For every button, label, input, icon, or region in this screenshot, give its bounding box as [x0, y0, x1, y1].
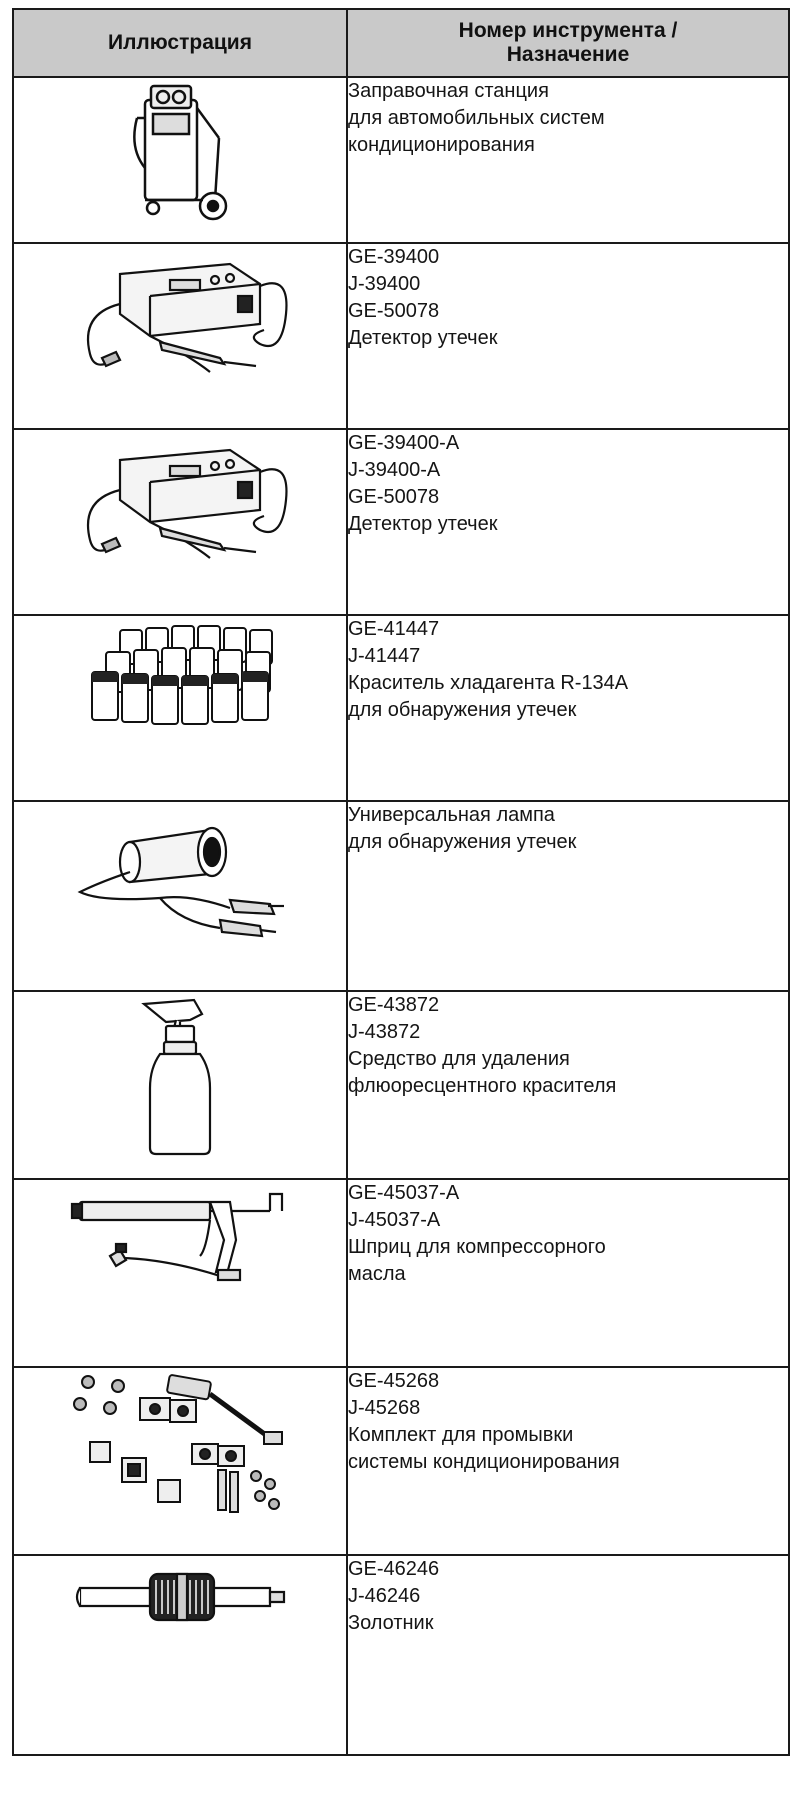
description-cell: GE-46246 J-46246 Золотник [346, 1554, 790, 1756]
description-line: Детектор утечек [348, 513, 498, 535]
table-row: GE-46246 J-46246 Золотник [12, 1554, 790, 1756]
tool-number: J-39400-A [348, 459, 441, 481]
illustration-cell [12, 800, 348, 992]
description-cell: GE-39400 J-39400 GE-50078 Детектор утече… [346, 242, 790, 430]
dye-bottles-icon [91, 625, 273, 725]
tool-number: GE-39400 [348, 246, 440, 268]
table-header-row: Иллюстрация Номер инструмента / Назначен… [12, 8, 790, 78]
tool-number: J-39400 [348, 273, 421, 295]
description-line: Краситель хладагента R-134A [348, 672, 629, 694]
column-header-line: Номер инструмента / [458, 19, 678, 43]
description-line: Заправочная станция [348, 80, 549, 102]
valve-core-tool-icon [75, 1572, 286, 1622]
description-line: флюоресцентного красителя [348, 1075, 617, 1097]
tool-number: GE-43872 [348, 994, 440, 1016]
illustration-cell [12, 1554, 348, 1756]
description-cell: Универсальная лампа для обнаружения утеч… [346, 800, 790, 992]
table-row: GE-43872 J-43872 Средство для удаления ф… [12, 990, 790, 1180]
description-line: Средство для удаления [348, 1048, 570, 1070]
illustration-cell [12, 614, 348, 802]
description-line: для обнаружения утечек [348, 831, 577, 853]
column-header-tool-number: Номер инструмента / Назначение [346, 8, 790, 78]
table-row: Универсальная лампа для обнаружения утеч… [12, 800, 790, 992]
description-line: Комплект для промывки [348, 1424, 574, 1446]
tool-table: Иллюстрация Номер инструмента / Назначен… [12, 8, 790, 1756]
uv-lamp-icon [77, 826, 284, 938]
description-line: Золотник [348, 1612, 434, 1634]
table-row: GE-39400 J-39400 GE-50078 Детектор утече… [12, 242, 790, 430]
description-line: системы кондиционирования [348, 1451, 620, 1473]
column-header-illustration: Иллюстрация [12, 8, 348, 78]
tool-number: J-45037-A [348, 1209, 441, 1231]
table-row: Заправочная станция для автомобильных си… [12, 76, 790, 244]
description-line: для автомобильных систем [348, 107, 605, 129]
tool-number: J-43872 [348, 1021, 421, 1043]
description-line: кондиционирования [348, 134, 535, 156]
illustration-cell [12, 428, 348, 616]
table-row: GE-45037-A J-45037-A Шприц для компрессо… [12, 1178, 790, 1368]
illustration-cell [12, 990, 348, 1180]
leak-detector-icon [86, 262, 288, 373]
tool-number: GE-45037-A [348, 1182, 460, 1204]
description-line: Универсальная лампа [348, 804, 555, 826]
tool-number: GE-46246 [348, 1558, 440, 1580]
tool-number: GE-45268 [348, 1370, 440, 1392]
tool-number: J-45268 [348, 1397, 421, 1419]
description-cell: GE-43872 J-43872 Средство для удаления ф… [346, 990, 790, 1180]
tool-number: J-46246 [348, 1585, 421, 1607]
table-row: GE-41447 J-41447 Краситель хладагента R-… [12, 614, 790, 802]
description-cell: Заправочная станция для автомобильных си… [346, 76, 790, 244]
description-line: Шприц для компрессорного [348, 1236, 606, 1258]
description-line: масла [348, 1263, 406, 1285]
table-row: GE-39400-A J-39400-A GE-50078 Детектор у… [12, 428, 790, 616]
illustration-cell [12, 76, 348, 244]
leak-detector-icon [86, 448, 288, 559]
tool-number: GE-41447 [348, 618, 440, 640]
description-line: Детектор утечек [348, 327, 498, 349]
ac-recharge-station-icon [133, 84, 228, 221]
flush-kit-icon [73, 1374, 283, 1513]
description-cell: GE-39400-A J-39400-A GE-50078 Детектор у… [346, 428, 790, 616]
illustration-cell [12, 1178, 348, 1368]
column-header-line: Назначение [506, 43, 630, 66]
oil-injector-gun-icon [70, 1192, 284, 1282]
description-cell: GE-45268 J-45268 Комплект для промывки с… [346, 1366, 790, 1556]
illustration-cell [12, 1366, 348, 1556]
tool-number: GE-50078 [348, 486, 440, 508]
description-cell: GE-41447 J-41447 Краситель хладагента R-… [346, 614, 790, 802]
spray-bottle-icon [141, 998, 212, 1156]
tool-number: J-41447 [348, 645, 421, 667]
description-cell: GE-45037-A J-45037-A Шприц для компрессо… [346, 1178, 790, 1368]
table-row: GE-45268 J-45268 Комплект для промывки с… [12, 1366, 790, 1556]
tool-number: GE-50078 [348, 300, 440, 322]
illustration-cell [12, 242, 348, 430]
tool-number: GE-39400-A [348, 432, 460, 454]
description-line: для обнаружения утечек [348, 699, 577, 721]
